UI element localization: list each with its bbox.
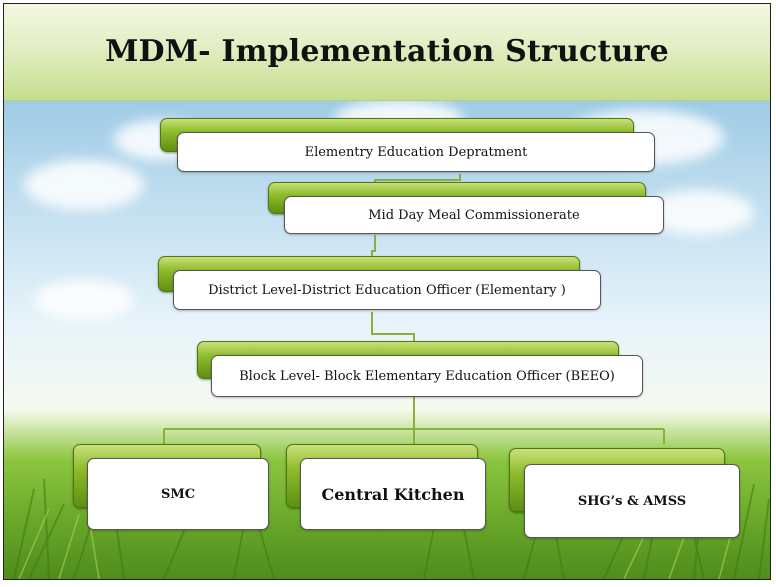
- node-label: Block Level- Block Elementary Education …: [211, 355, 643, 397]
- page-title: MDM- Implementation Structure: [105, 34, 669, 69]
- node-label: Central Kitchen: [300, 458, 486, 530]
- node-label: SMC: [87, 458, 269, 530]
- node-label: District Level-District Education Office…: [173, 270, 601, 310]
- node-label: Mid Day Meal Commissionerate: [284, 196, 664, 234]
- node-label: Elementry Education Depratment: [177, 132, 655, 172]
- title-bar: MDM- Implementation Structure: [4, 4, 770, 101]
- slide: MDM- Implementation Structure Elementry …: [3, 3, 771, 580]
- node-label: SHG’s & AMSS: [524, 464, 740, 538]
